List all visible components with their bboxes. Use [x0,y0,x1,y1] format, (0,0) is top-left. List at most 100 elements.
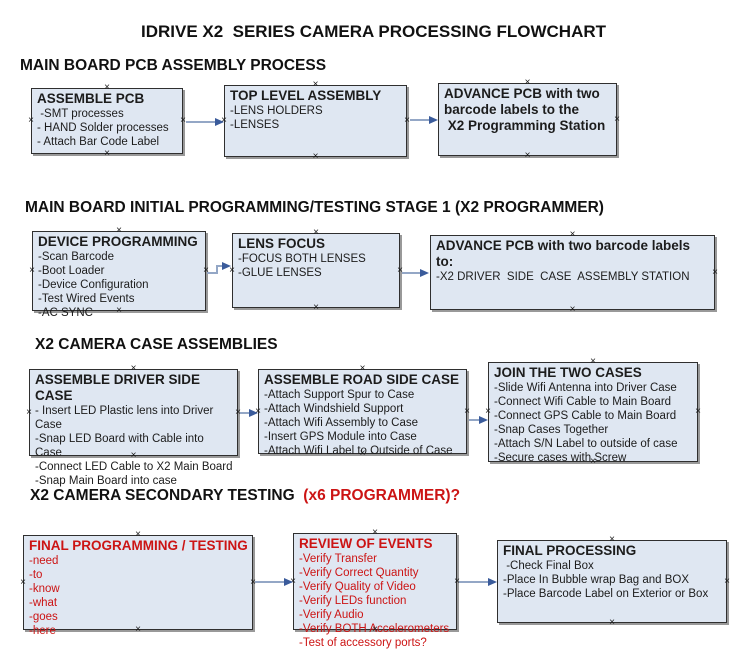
box-step: -Connect Wifi Cable to Main Board [494,396,672,408]
arrow-head-icon [488,578,497,586]
box-title: REVIEW OF EVENTS [299,536,433,551]
box-title: JOIN THE TWO CASES [494,365,642,380]
box-step: -Boot Loader [38,265,105,277]
box-step: -Insert GPS Module into Case [264,431,417,443]
box-step: -need [29,555,59,567]
box-step: -Verify Correct Quantity [299,567,419,579]
section-heading-secondary-testing: X2 CAMERA SECONDARY TESTING (x6 PROGRAMM… [30,487,460,505]
arrow-head-icon [215,118,224,126]
connection-point-icon: × [26,406,32,418]
box-step: -Slide Wifi Antenna into Driver Case [494,382,677,394]
connection-point-icon: × [313,302,319,313]
box-step: -to [29,569,43,581]
flow-box-join-the-two-cases: × × × × JOIN THE TWO CASES -Slide Wifi A… [485,357,701,467]
box-title: FINAL PROCESSING [503,543,637,558]
box-title: TOP LEVEL ASSEMBLY [230,88,382,103]
flow-box-assemble-pcb: × × × × ASSEMBLE PCB -SMT processes - HA… [28,83,186,159]
box-step: -Attach Wifi Label to Outside of Case [264,445,453,457]
box-title: ASSEMBLE ROAD SIDE CASE [264,372,460,387]
box-step: -GLUE LENSES [238,267,322,279]
box-step: -Connect GPS Cable to Main Board [494,410,677,422]
arrow-line [216,266,218,274]
section-heading-pcb-assembly: MAIN BOARD PCB ASSEMBLY PROCESS [20,57,327,74]
box-step: -Snap Cases Together [494,424,609,436]
connection-point-icon: × [614,113,620,125]
box-step: -Snap Main Board into case [35,475,177,487]
page-title: IDRIVE X2 SERIES CAMERA PROCESSING FLOWC… [140,22,607,41]
box-title: ASSEMBLE PCB [37,91,145,106]
box-step: -Verify Audio [299,609,364,621]
arrow-line [402,272,422,274]
box-step: -Attach Wifi Assembly to Case [264,417,419,429]
flow-box-final-programming-testing: × × × × FINAL PROGRAMMING / TESTING -nee… [20,530,256,638]
flow-box-assemble-road-side-case: × × × × ASSEMBLE ROAD SIDE CASE -Attach … [255,364,470,459]
arrow-head-icon [429,116,438,124]
arrow-line [207,272,218,274]
box-step: -FOCUS BOTH LENSES [238,253,366,265]
flow-box-advance-pcb-programming-station: × × × ADVANCE PCB with two barcode label… [438,78,620,161]
arrow-line [469,419,480,421]
section-heading-secondary-testing-red: (x6 PROGRAMMER)? [299,487,461,504]
section-heading-initial-programming: MAIN BOARD INITIAL PROGRAMMING/TESTING S… [25,199,604,216]
box-step: -Attach Support Spur to Case [264,389,415,401]
connection-point-icon: × [524,150,531,161]
box-step: - HAND Solder processes [37,122,169,134]
box-step: -Test Wired Events [38,293,135,305]
flow-box-assemble-driver-side-case: × × × × ASSEMBLE DRIVER SIDE CASE - Inse… [26,364,241,488]
arrow-line [216,265,224,267]
box-step: -Place Barcode Label on Exterior or Box [503,588,709,600]
connection-point-icon: × [695,406,701,417]
flow-box-top-level-assembly: × × × × TOP LEVEL ASSEMBLY -LENS HOLDERS… [221,80,410,162]
box-step: -Place In Bubble wrap Bag and BOX [503,574,690,586]
box-title: ADVANCE PCB with two barcode labels to: [436,238,694,269]
connection-point-icon: × [569,304,576,315]
box-step: -Verify Quality of Video [299,581,416,593]
arrow-line [255,581,285,583]
box-step: -SMT processes [37,108,124,120]
box-step: -Attach Windshield Support [264,403,404,415]
flow-box-review-of-events: × × × × REVIEW OF EVENTS -Verify Transfe… [290,528,460,650]
connection-point-icon: × [203,265,209,276]
flow-box-advance-pcb-driver-side-station: × × × ADVANCE PCB with two barcode label… [430,230,718,315]
arrow-line [459,581,489,583]
box-title: LENS FOCUS [238,236,326,251]
box-step: -Test of accessory ports? [299,637,427,649]
connection-point-icon: × [312,151,319,162]
box-step: -Scan Barcode [38,251,115,263]
arrow-line [410,119,432,121]
box-step: -Attach S/N Label to outside of case [494,438,678,450]
box-step: -Check Final Box [503,560,594,572]
connection-point-icon: × [104,148,110,159]
connection-point-icon: × [29,265,35,276]
box-title: ADVANCE PCB with two barcode labels to t… [444,86,606,133]
connection-point-icon: × [464,405,470,417]
arrow-head-icon [284,578,293,586]
box-step: - Attach Bar Code Label [37,136,160,148]
flow-box-lens-focus: × × × × LENS FOCUS -FOCUS BOTH LENSES -G… [229,228,403,313]
box-step: -LENSES [230,119,280,131]
connection-point-icon: × [404,115,410,126]
connection-point-icon: × [20,576,26,588]
arrow-head-icon [249,409,258,417]
box-step: -know [29,583,60,595]
section-heading-secondary-testing-black: X2 CAMERA SECONDARY TESTING [30,487,299,504]
box-title: DEVICE PROGRAMMING [38,234,198,249]
section-heading-case-assemblies: X2 CAMERA CASE ASSEMBLIES [35,336,278,353]
box-step: -here [29,625,56,637]
box-step: -X2 DRIVER SIDE CASE ASSEMBLY STATION [436,271,690,283]
box-step: -AC SYNC [38,307,93,319]
connection-point-icon: × [609,617,615,628]
arrow-head-icon [222,262,231,270]
box-step: -Snap LED Board with Cable into Case [35,433,207,459]
box-step: -LENS HOLDERS [230,105,323,117]
box-step: -goes [29,611,58,623]
flow-box-final-processing: × × × FINAL PROCESSING -Check Final Box … [497,535,730,628]
box-step: -Verify LEDs function [299,595,407,607]
arrow-head-icon [479,416,488,424]
connection-point-icon: × [712,266,718,278]
box-step: -Connect LED Cable to X2 Main Board [35,461,233,473]
box-step: -Device Configuration [38,279,149,291]
arrow-line [186,121,218,123]
box-step: - Insert LED Plastic lens into Driver Ca… [35,405,217,431]
box-step: -Verify BOTH Accelerometers [299,623,450,635]
